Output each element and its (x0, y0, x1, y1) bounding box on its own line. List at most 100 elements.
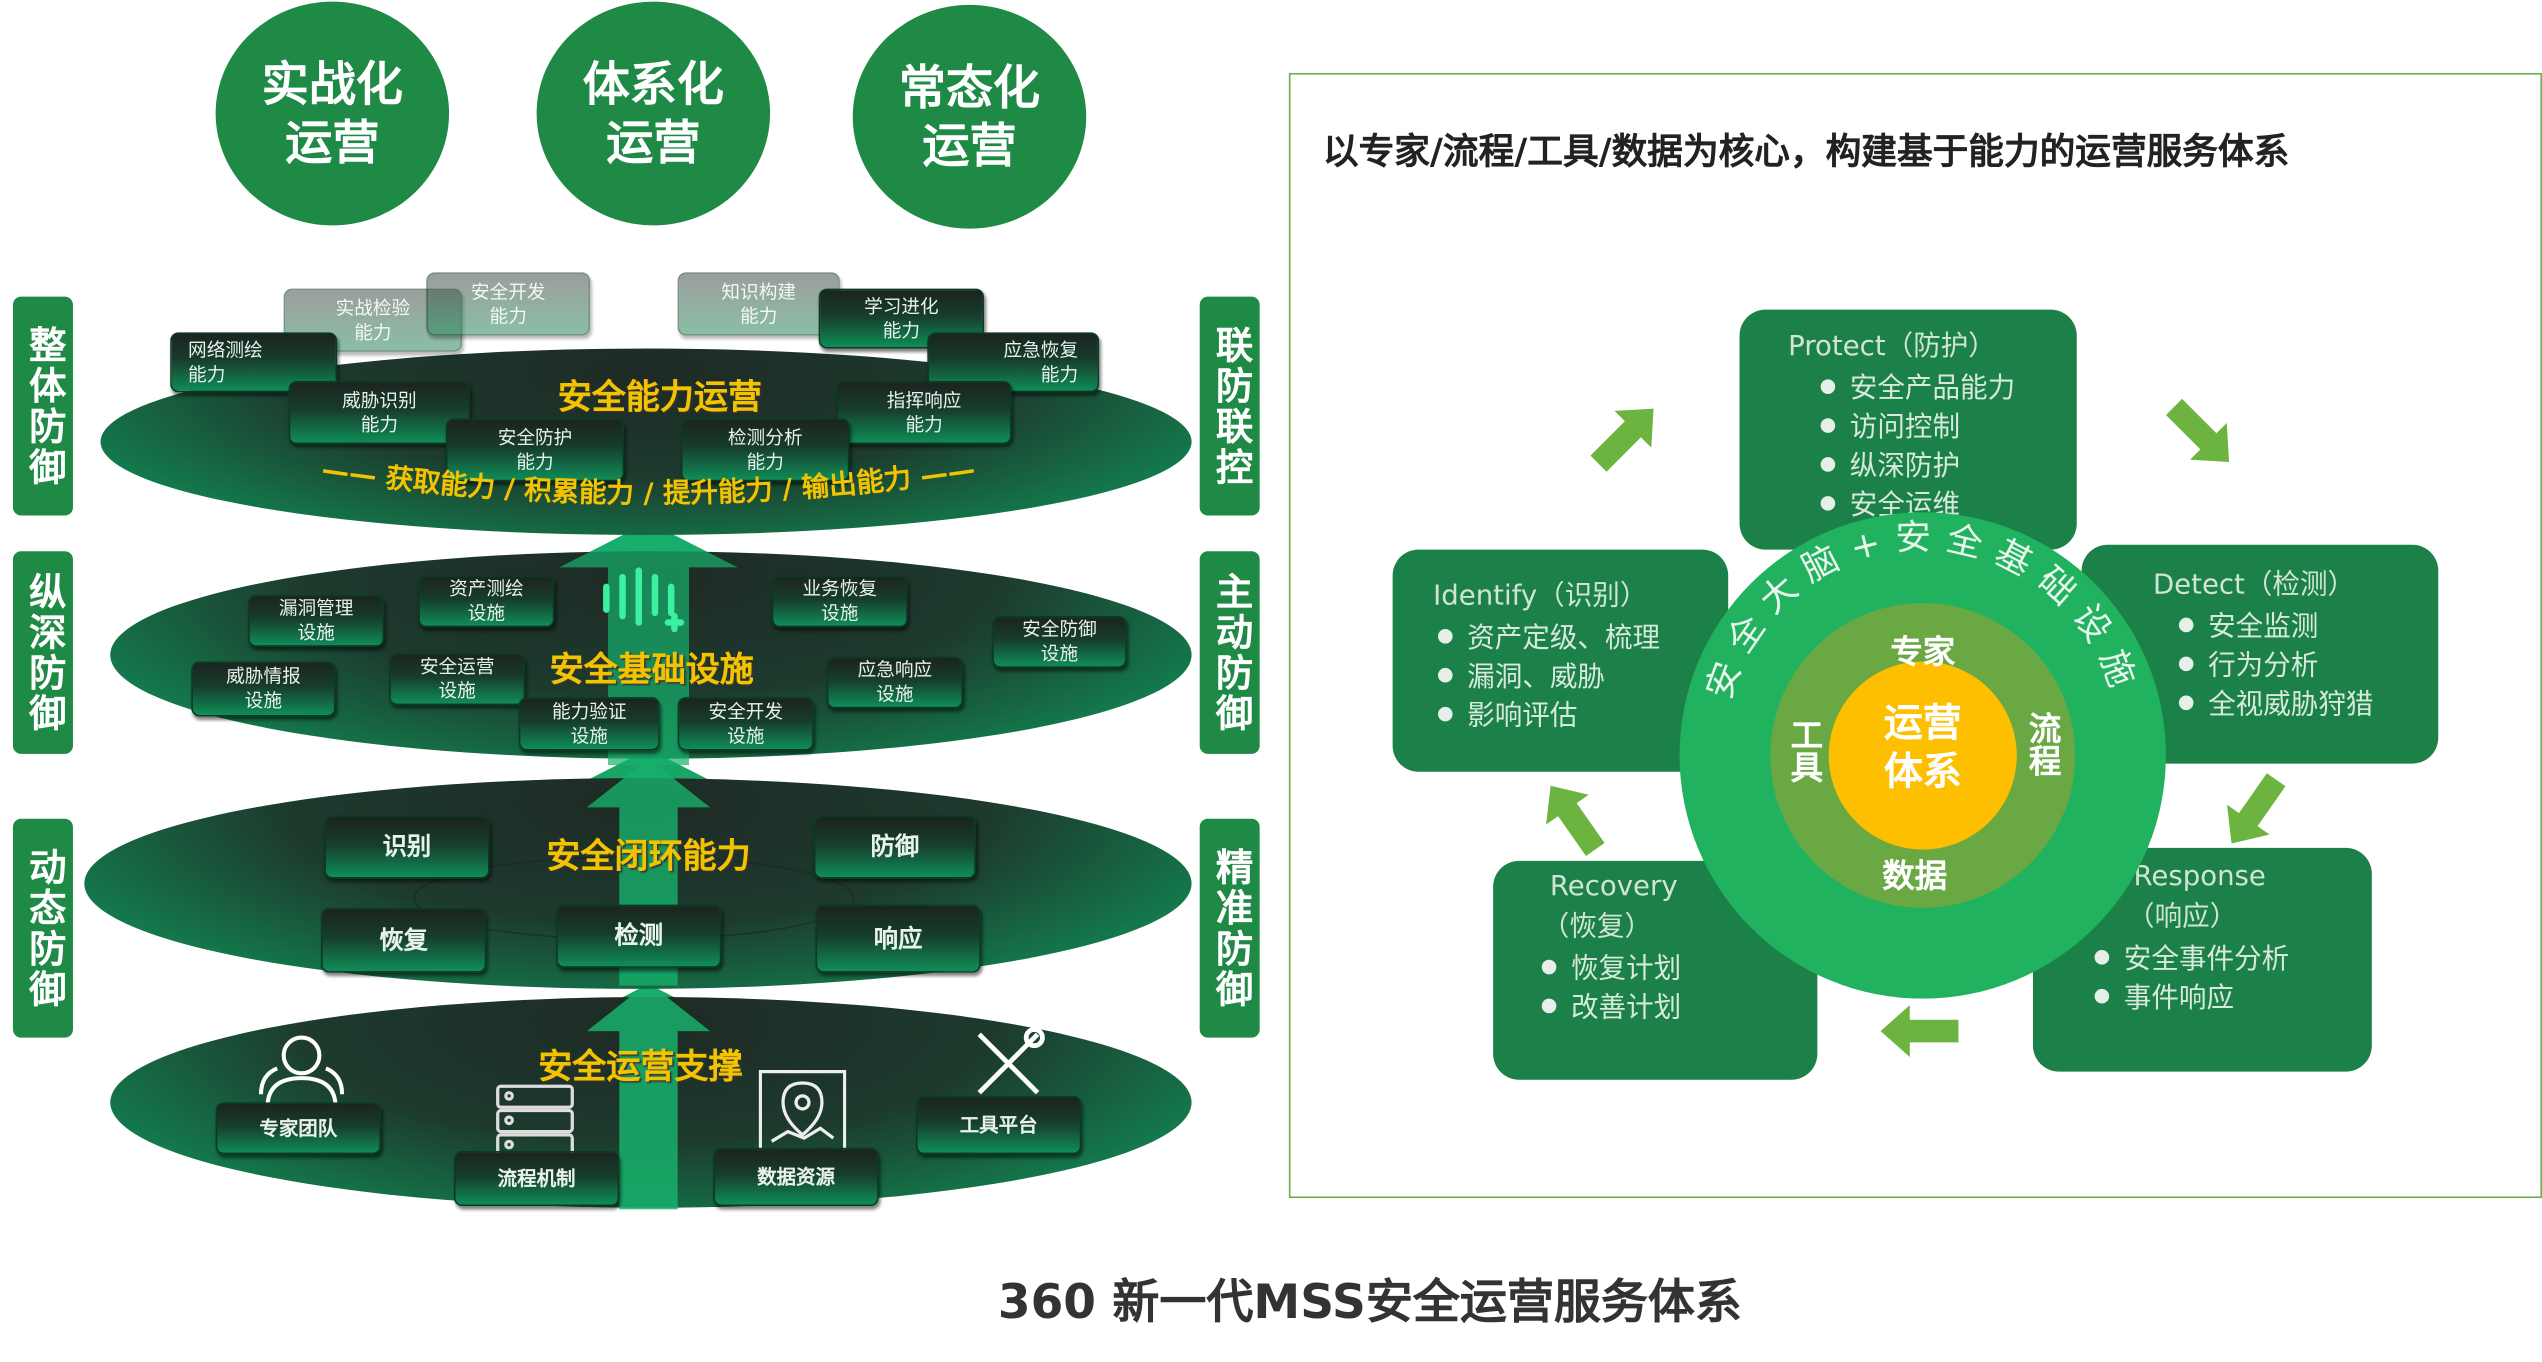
side-label-left: 整体防御 (12, 296, 73, 516)
ops-support-box: 工具平台 (915, 1095, 1082, 1155)
bullet-icon (2094, 950, 2110, 965)
capability-box: 学习进化能力 (818, 288, 985, 349)
bullet-icon (2178, 695, 2194, 711)
list-item: 影响评估 (1438, 697, 1728, 736)
closed-loop-box: 恢复 (320, 907, 487, 973)
capability-subtitle: —— 获取能力 / 积累能力 / 提升能力 / 输出能力 —— (320, 453, 978, 509)
side-label-right: 精准防御 (1199, 818, 1260, 1038)
closed-loop-box: 响应 (815, 904, 981, 973)
up-arrow-icon (586, 758, 711, 986)
bullet-icon (1438, 706, 1453, 722)
capability-box: 检测分析能力 (680, 418, 850, 482)
infrastructure-box: 能力验证设施 (518, 697, 660, 751)
expert-team-icon (258, 1035, 345, 1110)
ops-support-box: 数据资源 (713, 1147, 879, 1207)
up-arrow-icon (586, 982, 711, 1210)
arrow-up-right-icon (1590, 408, 1654, 472)
bullet-icon (1820, 457, 1836, 472)
closed-loop-box: 防御 (813, 815, 976, 879)
capability-box: 指挥响应能力 (836, 380, 1012, 445)
list-item: 改善计划 (1541, 989, 1818, 1028)
arrow-left-icon (1880, 1005, 1959, 1058)
bullet-icon (1541, 959, 1557, 975)
core-label-process: 流程 (2023, 711, 2063, 777)
core-center-label: 运营 体系 (1858, 699, 1988, 796)
up-arrow-icon (559, 522, 738, 766)
core-circle (1828, 661, 2017, 850)
core-center-line: 体系 (1883, 748, 1962, 795)
layer-title: 安全能力运营 (557, 377, 762, 417)
figure-caption: 360 新一代MSS安全运营服务体系 (997, 1274, 1742, 1330)
arrow-up-left-icon (1546, 785, 1605, 857)
service-system-panel: 以专家/流程/工具/数据为核心，构建基于能力的运营服务体系 Protect（防护… (1288, 72, 2542, 1199)
side-label-left: 动态防御 (12, 818, 73, 1038)
list-item: 安全产品能力 (1820, 370, 2077, 409)
capability-box: 知识构建能力 (677, 272, 840, 336)
layer-title: 安全运营支撑 (538, 1047, 743, 1087)
side-label-right: 联防联控 (1199, 296, 1260, 516)
bullet-icon (1541, 998, 1557, 1014)
infrastructure-box: 资产测绘设施 (418, 575, 555, 628)
closed-loop-box: 识别 (324, 815, 490, 879)
circle-line: 实战化 (261, 56, 403, 112)
capability-box: 安全开发能力 (426, 272, 591, 336)
data-map-icon (758, 1069, 847, 1155)
infrastructure-box: 安全开发设施 (677, 697, 814, 751)
recovery-heading-cn: （恢复） (1541, 911, 1653, 944)
list-item: 事件响应 (2094, 979, 2372, 1018)
response-box: Response （响应） 安全事件分析 事件响应 (2032, 847, 2372, 1072)
capability-box: 应急恢复能力 (927, 332, 1100, 393)
panel-title: 以专家/流程/工具/数据为核心，构建基于能力的运营服务体系 (1322, 132, 2290, 174)
list-item: 恢复计划 (1541, 950, 1818, 989)
core-label-data: 数据 (1882, 855, 1948, 895)
cycle-arrows (1546, 398, 2286, 1058)
side-label-left: 纵深防御 (12, 551, 73, 754)
circle-line: 常态化 (898, 59, 1040, 116)
detect-heading: Detect（检测） (2152, 569, 2356, 602)
infrastructure-box: 业务恢复设施 (771, 575, 908, 628)
layer-title: 安全闭环能力 (546, 836, 751, 876)
list-item: 全视威胁狩猎 (2178, 686, 2438, 725)
identify-box: Identify（识别） 资产定级、梳理 漏洞、威胁 影响评估 (1392, 549, 1729, 772)
bullet-icon (1820, 379, 1836, 394)
infrastructure-box: 安全运营设施 (389, 653, 526, 706)
circle-line: 运营 (606, 115, 701, 171)
process-server-icon (496, 1084, 574, 1158)
list-item: 纵深防护 (1820, 447, 2077, 486)
infrastructure-box: 安全防御设施 (992, 616, 1127, 668)
ops-support-box: 专家团队 (215, 1102, 381, 1155)
infrastructure-box: 应急响应设施 (826, 656, 963, 709)
list-item: 资产定级、梳理 (1438, 619, 1728, 658)
infrastructure-box: 漏洞管理设施 (248, 594, 385, 647)
ops-support-box: 流程机制 (453, 1151, 620, 1207)
bullet-icon (2178, 617, 2194, 633)
signal-bars-icon (603, 567, 685, 633)
infrastructure-box: 威胁情报设施 (191, 661, 336, 717)
core-label-expert: 专家 (1890, 632, 1956, 672)
protect-box: Protect（防护） 安全产品能力 访问控制 纵深防护 安全运维 (1739, 309, 2077, 550)
side-label-right: 主动防御 (1199, 551, 1260, 754)
arrow-down-left-icon (2227, 773, 2286, 844)
core-ring: 安全大脑+安全基础设施 (1679, 512, 2166, 999)
bullet-icon (2094, 988, 2110, 1004)
arrow-down-right-icon (2166, 398, 2230, 462)
capability-box: 威胁识别能力 (288, 380, 471, 445)
core-label-tools: 工具 (1784, 718, 1824, 784)
svg-text:—— 获取能力 / 积累能力 / 提升能力 / 输出能力 —: —— 获取能力 / 积累能力 / 提升能力 / 输出能力 —— (320, 453, 978, 509)
bullet-icon (1438, 667, 1453, 683)
recovery-heading: Recovery (1549, 870, 1678, 904)
list-item: 安全事件分析 (2094, 940, 2372, 979)
bullet-icon (1820, 418, 1836, 433)
bullet-icon (2178, 656, 2194, 672)
closed-loop-box: 检测 (556, 904, 722, 968)
circle-normalized-operations: 常态化运营 (852, 4, 1087, 229)
circle-line: 体系化 (582, 56, 724, 112)
capability-box: 安全防护能力 (445, 418, 625, 482)
bullet-icon (1820, 496, 1836, 511)
bullet-icon (1438, 629, 1453, 644)
list-item: 行为分析 (2178, 647, 2438, 686)
circle-line: 运营 (285, 115, 380, 171)
circle-system-operations: 体系化运营 (536, 1, 771, 226)
subtitle-text: —— 获取能力 / 积累能力 / 提升能力 / 输出能力 —— (320, 453, 978, 509)
layer-title: 安全基础设施 (549, 650, 754, 690)
